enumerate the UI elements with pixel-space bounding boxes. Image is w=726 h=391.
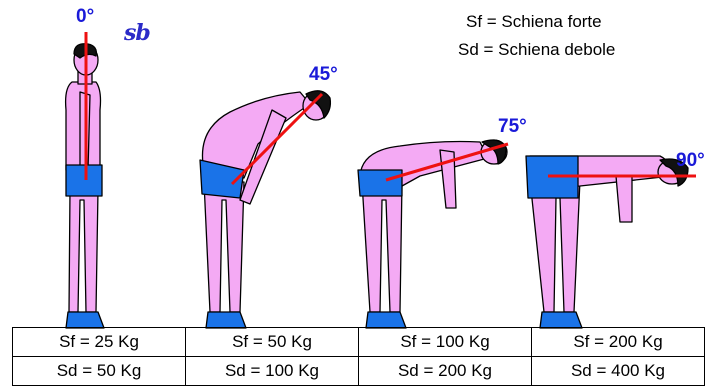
load-cell: Sf = 200 Kg <box>531 327 705 357</box>
load-cell: Sd = 400 Kg <box>531 356 705 386</box>
signature-logo: sb <box>124 20 151 46</box>
load-cell: Sf = 100 Kg <box>358 327 532 357</box>
load-cell: Sf = 25 Kg <box>12 327 186 357</box>
strong-back-row: Sf = 25 Kg Sf = 50 Kg Sf = 100 Kg Sf = 2… <box>12 327 705 357</box>
load-cell: Sd = 100 Kg <box>185 356 359 386</box>
load-cell: Sd = 50 Kg <box>12 356 186 386</box>
axis-line-45 <box>230 92 324 186</box>
load-cell: Sd = 200 Kg <box>358 356 532 386</box>
load-cell: Sf = 50 Kg <box>185 327 359 357</box>
figure-bent-45 <box>199 90 332 329</box>
legend-weak: Sd = Schiena debole <box>458 40 616 59</box>
figure-bent-90 <box>525 155 689 329</box>
angle-label-0: 0° <box>76 6 95 27</box>
weak-back-row: Sd = 50 Kg Sd = 100 Kg Sd = 200 Kg Sd = … <box>12 356 705 386</box>
angle-label-75: 75° <box>498 116 527 137</box>
angle-label-90: 90° <box>676 150 705 171</box>
figure-bent-75 <box>357 139 508 329</box>
angle-label-45: 45° <box>309 64 338 85</box>
load-table: Sf = 25 Kg Sf = 50 Kg Sf = 100 Kg Sf = 2… <box>12 327 705 386</box>
axis-line-75 <box>385 142 509 182</box>
legend-strong: Sf = Schiena forte <box>466 12 602 31</box>
